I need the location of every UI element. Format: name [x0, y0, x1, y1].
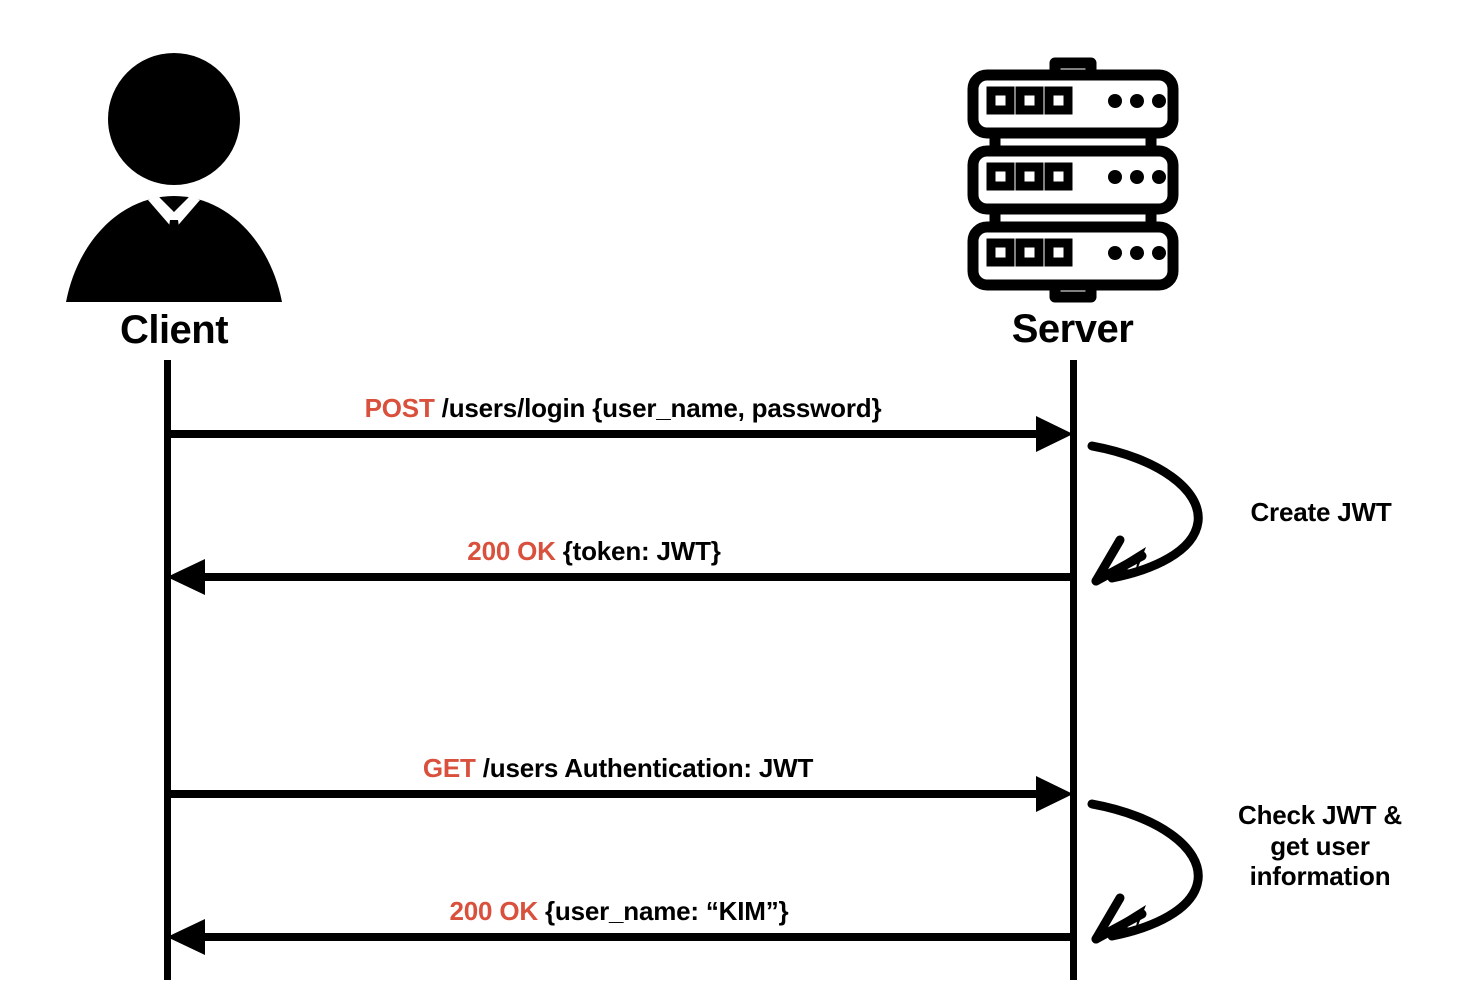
- server-rack-icon: [967, 57, 1179, 303]
- message-detail: /users Authentication: JWT: [482, 753, 814, 783]
- actor-client: Client: [44, 44, 304, 350]
- note-line: information: [1249, 861, 1391, 892]
- self-loop-arrow-icon: [1087, 799, 1203, 944]
- note-line: get user: [1270, 830, 1370, 861]
- note-check-jwt: Check JWT & get user information: [1200, 800, 1440, 892]
- self-loop-arrow-icon: [1087, 441, 1203, 586]
- arrow-server-to-client-1: [167, 559, 1073, 595]
- message-200-token-label: 200 OK {token: JWT}: [467, 536, 721, 567]
- message-detail: {user_name: “KIM”}: [544, 896, 789, 926]
- self-action-check-jwt: [1080, 786, 1210, 956]
- actor-server-label: Server: [1011, 307, 1134, 351]
- arrow-server-to-client-2: [167, 919, 1073, 955]
- actor-client-label: Client: [119, 308, 229, 352]
- note-line: Create JWT: [1250, 497, 1392, 527]
- person-icon: [66, 53, 282, 302]
- self-action-create-jwt: [1080, 428, 1210, 598]
- message-get-users-label: GET /users Authentication: JWT: [422, 753, 814, 784]
- note-create-jwt: Create JWT: [1216, 497, 1426, 528]
- message-verb: GET: [422, 753, 476, 783]
- message-verb: POST: [364, 393, 435, 423]
- lifeline-client: [164, 360, 171, 980]
- message-post-login-label: POST /users/login {user_name, password}: [365, 393, 882, 424]
- message-200-username-label: 200 OK {user_name: “KIM”}: [450, 896, 789, 927]
- note-line: Check JWT &: [1238, 800, 1402, 830]
- lifeline-server: [1070, 360, 1077, 980]
- arrow-client-to-server-1: [167, 416, 1073, 452]
- actor-server: Server: [955, 55, 1190, 349]
- message-detail: {token: JWT}: [562, 536, 721, 566]
- message-verb: 200 OK: [449, 896, 539, 926]
- message-verb: 200 OK: [467, 536, 556, 566]
- arrow-client-to-server-2: [167, 776, 1073, 812]
- message-detail: /users/login {user_name, password}: [441, 393, 882, 423]
